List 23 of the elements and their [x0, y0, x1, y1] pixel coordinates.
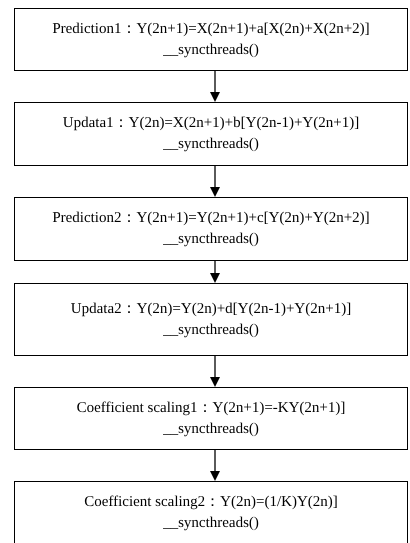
formula-text: Coefficient scaling1：Y(2n+1)=-KY(2n+1)] — [76, 398, 346, 418]
function-call: __syncthreads() — [163, 320, 259, 340]
arrow — [210, 356, 220, 387]
formula-text: Prediction1：Y(2n+1)=X(2n+1)+a[X(2n)+X(2n+2)] — [52, 20, 370, 38]
process-box — [14, 283, 408, 356]
arrow — [210, 450, 220, 481]
process-box — [14, 197, 408, 261]
formula-text: Coefficient scaling2：Y(2n)=(1/K)Y(2n)] — [84, 493, 338, 512]
arrow — [210, 261, 220, 283]
process-box — [14, 102, 408, 166]
function-call: __syncthreads() — [163, 420, 259, 438]
process-box — [14, 481, 408, 543]
function-call: __syncthreads() — [163, 514, 259, 533]
function-call: __syncthreads() — [163, 230, 259, 249]
formula-text: Updata2：Y(2n)=Y(2n)+d[Y(2n-1)+Y(2n+1)] — [70, 300, 352, 318]
formula-text: Prediction2：Y(2n+1)=Y(2n+1)+c[Y(2n)+Y(2n+2)] — [52, 209, 370, 228]
function-call: __syncthreads() — [163, 40, 259, 60]
arrow — [210, 71, 220, 102]
function-call: __syncthreads() — [163, 135, 259, 154]
process-box — [14, 8, 408, 71]
process-box — [14, 387, 408, 450]
formula-text: Updata1：Y(2n)=X(2n+1)+b[Y(2n-1)+Y(2n+1)] — [62, 114, 360, 133]
arrow — [210, 166, 220, 197]
